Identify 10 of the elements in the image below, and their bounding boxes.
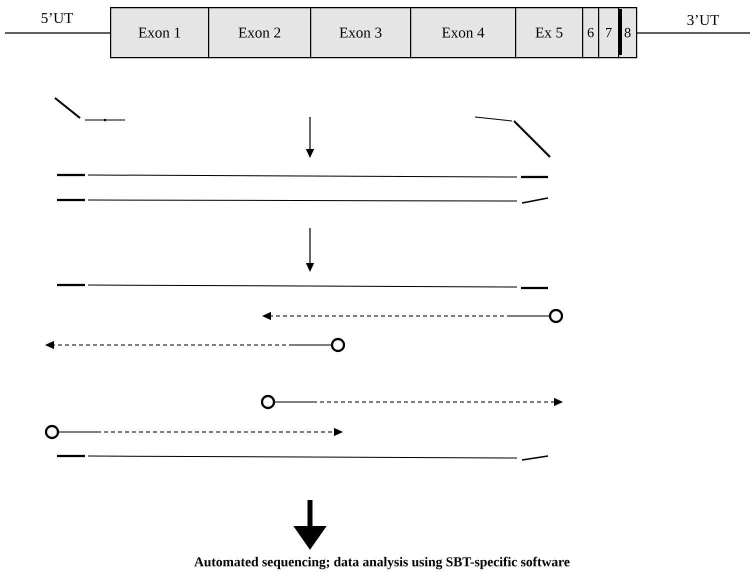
exon-box: Exon 4 [410, 7, 516, 58]
region-label: 5’UT [42, 12, 73, 24]
exon-box: 8 [618, 7, 638, 58]
exon-box: Exon 1 [110, 7, 210, 58]
region-label: 3’UT [687, 14, 719, 26]
exon-box: Exon 2 [208, 7, 312, 58]
exon-box: Exon 3 [310, 7, 412, 58]
caption-text: Automated sequencing; data analysis using SBT-specific software [194, 556, 570, 570]
exon-box: 6 [582, 7, 600, 58]
exon-box: 7 [598, 7, 620, 58]
